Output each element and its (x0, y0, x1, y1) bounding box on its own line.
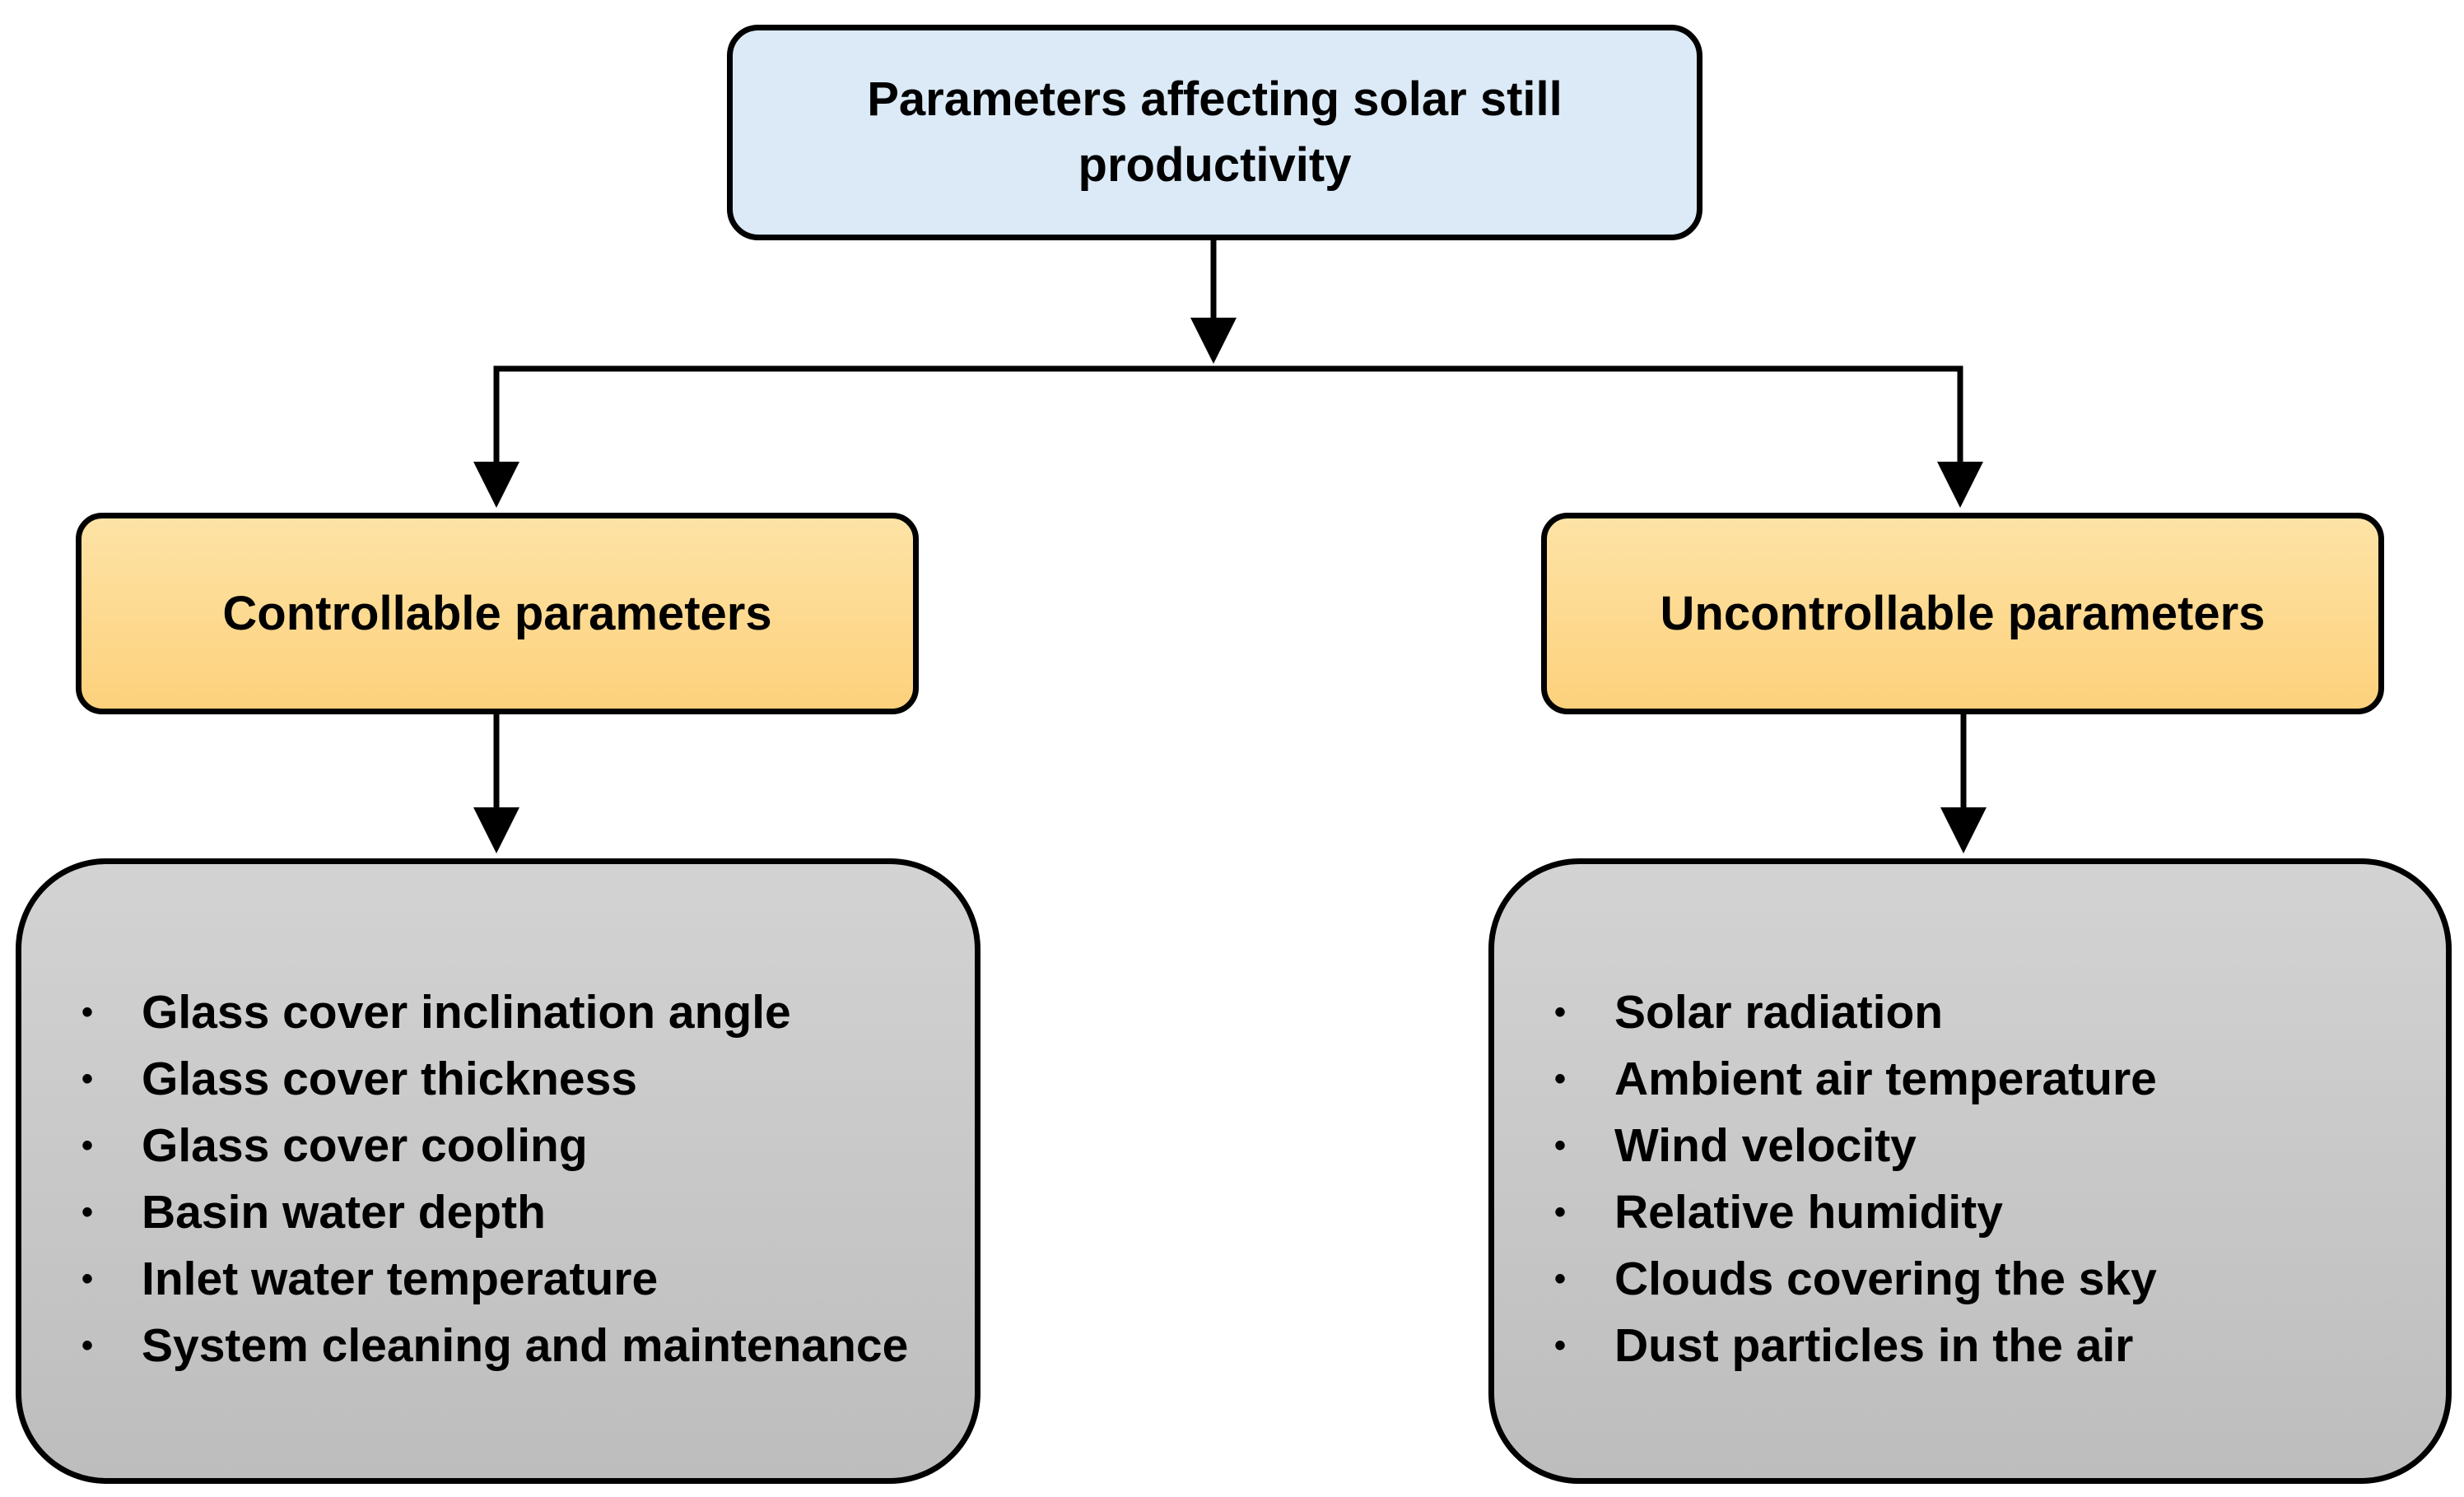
bullet-icon: • (81, 994, 93, 1030)
controllable-parameters-label: Controllable parameters (222, 587, 772, 640)
list-item: • Basin water depth (71, 1179, 950, 1246)
bullet-icon: • (1553, 1061, 1566, 1097)
list-item: • Inlet water temperature (71, 1246, 950, 1313)
junction-to-uncontrollable-arrow (1210, 365, 1983, 508)
bullet-icon: • (1553, 1194, 1566, 1230)
list-item: • Ambient air temperature (1544, 1046, 2421, 1113)
uncontrollable-parameters-list-box: • Solar radiation • Ambient air temperatur… (1488, 858, 2452, 1484)
bullet-icon: • (81, 1327, 93, 1364)
controllable-parameters-list-box: • Glass cover inclination angle • Glass co… (16, 858, 980, 1484)
list-item: • Wind velocity (1544, 1113, 2421, 1179)
list-item: • Relative humidity (1544, 1179, 2421, 1246)
list-item: • Glass cover thickness (71, 1046, 950, 1113)
list-item: • Glass cover inclination angle (71, 979, 950, 1046)
list-item-label: System cleaning and maintenance (142, 1319, 909, 1372)
list-item-label: Clouds covering the sky (1614, 1253, 2157, 1305)
list-item-label: Ambient air temperature (1614, 1053, 2157, 1105)
list-item-label: Relative humidity (1614, 1186, 2003, 1239)
list-item-label: Wind velocity (1614, 1119, 1917, 1172)
bullet-icon: • (81, 1194, 93, 1230)
list-item-label: Glass cover thickness (142, 1053, 638, 1105)
list-item-label: Glass cover inclination angle (142, 986, 791, 1039)
controllable-parameters-list: • Glass cover inclination angle • Glass co… (71, 979, 950, 1379)
list-item: • System cleaning and maintenance (71, 1313, 950, 1379)
uncontrollable-parameters-list: • Solar radiation • Ambient air temperatur… (1544, 979, 2421, 1379)
list-item: • Dust particles in the air (1544, 1313, 2421, 1379)
uncontrollable-parameters-label: Uncontrollable parameters (1660, 587, 2266, 640)
list-item-label: Glass cover cooling (142, 1119, 588, 1172)
list-item-label: Inlet water temperature (142, 1253, 659, 1305)
uncontrollable-parameters-node: Uncontrollable parameters (1541, 513, 2384, 714)
bullet-icon: • (1553, 1327, 1566, 1364)
bullet-icon: • (1553, 994, 1566, 1030)
list-item: • Glass cover cooling (71, 1113, 950, 1179)
junction-to-controllable-arrow (473, 365, 1217, 508)
bullet-icon: • (81, 1061, 93, 1097)
list-item: • Solar radiation (1544, 979, 2421, 1046)
bullet-icon: • (81, 1261, 93, 1297)
controllable-parameters-node: Controllable parameters (76, 513, 919, 714)
list-item-label: Solar radiation (1614, 986, 1944, 1039)
root-node-label: Parameters affecting solar still product… (867, 72, 1563, 192)
list-item-label: Dust particles in the air (1614, 1319, 2134, 1372)
list-item-label: Basin water depth (142, 1186, 546, 1239)
bullet-icon: • (81, 1127, 93, 1164)
bullet-icon: • (1553, 1261, 1566, 1297)
root-node: Parameters affecting solar still product… (727, 25, 1702, 240)
list-item: • Clouds covering the sky (1544, 1246, 2421, 1313)
bullet-icon: • (1553, 1127, 1566, 1164)
